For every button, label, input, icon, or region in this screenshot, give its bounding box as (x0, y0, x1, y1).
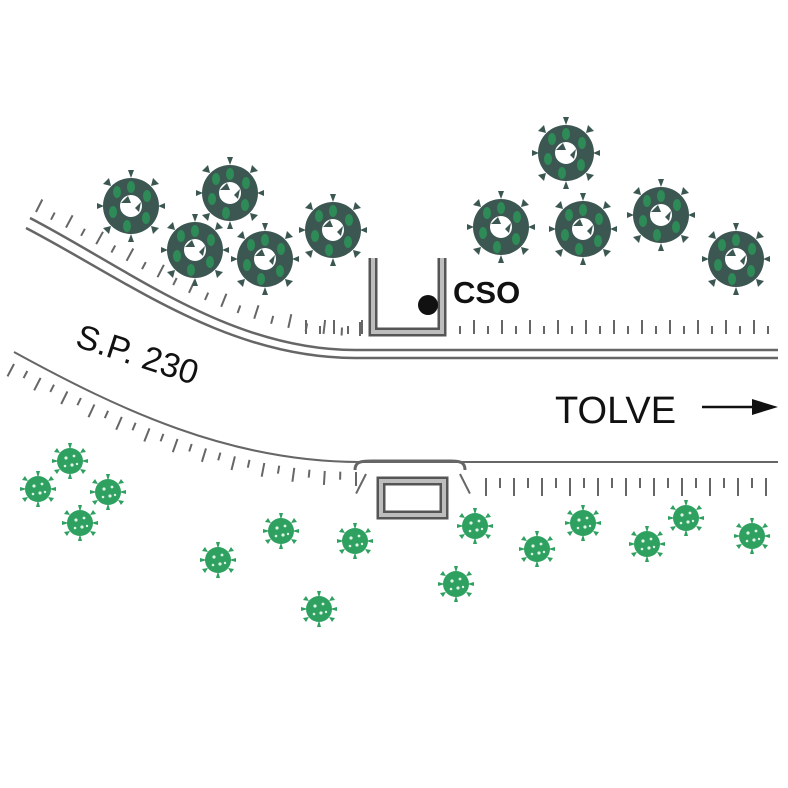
embankment-tick (204, 292, 210, 301)
embankment-tick (95, 231, 104, 245)
embankment-tick (115, 416, 123, 431)
shrub-icon (457, 508, 493, 544)
station-point-icon[interactable] (418, 295, 438, 315)
embankment-tick (355, 473, 367, 495)
shrub-icon (519, 531, 555, 567)
road-lower-edge (13, 351, 778, 463)
embankment-tick (22, 370, 29, 379)
shrub-icon (301, 591, 337, 627)
culvert-structure (353, 459, 467, 520)
embankment-tick (246, 459, 251, 468)
road-upper-edge-inner (25, 226, 778, 360)
embankment-tick (171, 438, 179, 453)
shrub-icon (263, 513, 299, 549)
road (13, 216, 778, 463)
tree-icon (161, 214, 229, 286)
embankment-tick (322, 319, 327, 335)
embankment-tick (33, 377, 42, 391)
tree-icon (231, 223, 299, 295)
embankment-tick (230, 456, 236, 471)
tree-icon (702, 223, 770, 295)
tree-icon (97, 170, 165, 242)
embankment-tick (172, 277, 178, 286)
embankment-tick (188, 443, 193, 452)
embankment-tick (260, 462, 266, 477)
embankment-tick (276, 465, 281, 474)
road-upper-edge-outer (29, 216, 778, 352)
embankment-tick (80, 228, 86, 237)
embankment-tick (125, 248, 135, 262)
station-structure (368, 258, 447, 337)
embankment-tick (50, 212, 56, 221)
embankment-tick (87, 404, 96, 418)
direction-label: TOLVE (555, 390, 676, 432)
shrub-icon (734, 518, 770, 554)
shrub-icon (20, 471, 56, 507)
shrub-icon (52, 443, 88, 479)
embankment-tick (253, 304, 260, 320)
embankment-tick (103, 410, 110, 419)
shrub-icon (62, 505, 98, 541)
embankment-tick (6, 363, 15, 377)
tree-icon (627, 179, 695, 251)
embankment-tick (76, 397, 82, 406)
embankment-tick (291, 467, 296, 482)
right-arrow-icon (702, 399, 778, 415)
embankment-tick (459, 473, 471, 495)
embankment-tick (287, 313, 293, 329)
tree-icon (299, 194, 367, 266)
embankment-tick (270, 315, 275, 324)
embankment-tick (141, 261, 147, 270)
embankment-tick (35, 199, 44, 213)
embankment-tick (60, 390, 69, 405)
shrub-group-lower (20, 443, 770, 627)
embankment-tick (65, 214, 74, 229)
embankment-tick (143, 428, 151, 442)
embankment-tick (156, 264, 165, 278)
embankment-ticks-lower (6, 363, 767, 496)
embankment-tick (49, 384, 55, 393)
road-label: S.P. 230 (72, 317, 204, 392)
shrub-icon (668, 500, 704, 536)
tree-icon (196, 157, 264, 229)
embankment-tick (217, 452, 222, 461)
tree-icon (532, 117, 600, 189)
shrub-icon (565, 505, 601, 541)
embankment-tick (322, 470, 326, 485)
shrub-icon (337, 523, 373, 559)
tree-icon (467, 191, 535, 263)
embankment-tick (131, 422, 137, 431)
shrub-icon (438, 566, 474, 602)
embankment-tick (110, 245, 117, 253)
embankment-tick (307, 469, 311, 478)
tree-icon (549, 193, 617, 265)
station-label: CSO (453, 275, 520, 310)
tree-group-upper (97, 117, 770, 295)
shrub-icon (90, 474, 126, 510)
embankment-tick (220, 293, 228, 308)
embankment-tick (159, 433, 165, 442)
embankment-tick (200, 448, 207, 463)
shrub-icon (629, 526, 665, 562)
shrub-icon (200, 542, 236, 578)
embankment-tick (236, 305, 242, 314)
